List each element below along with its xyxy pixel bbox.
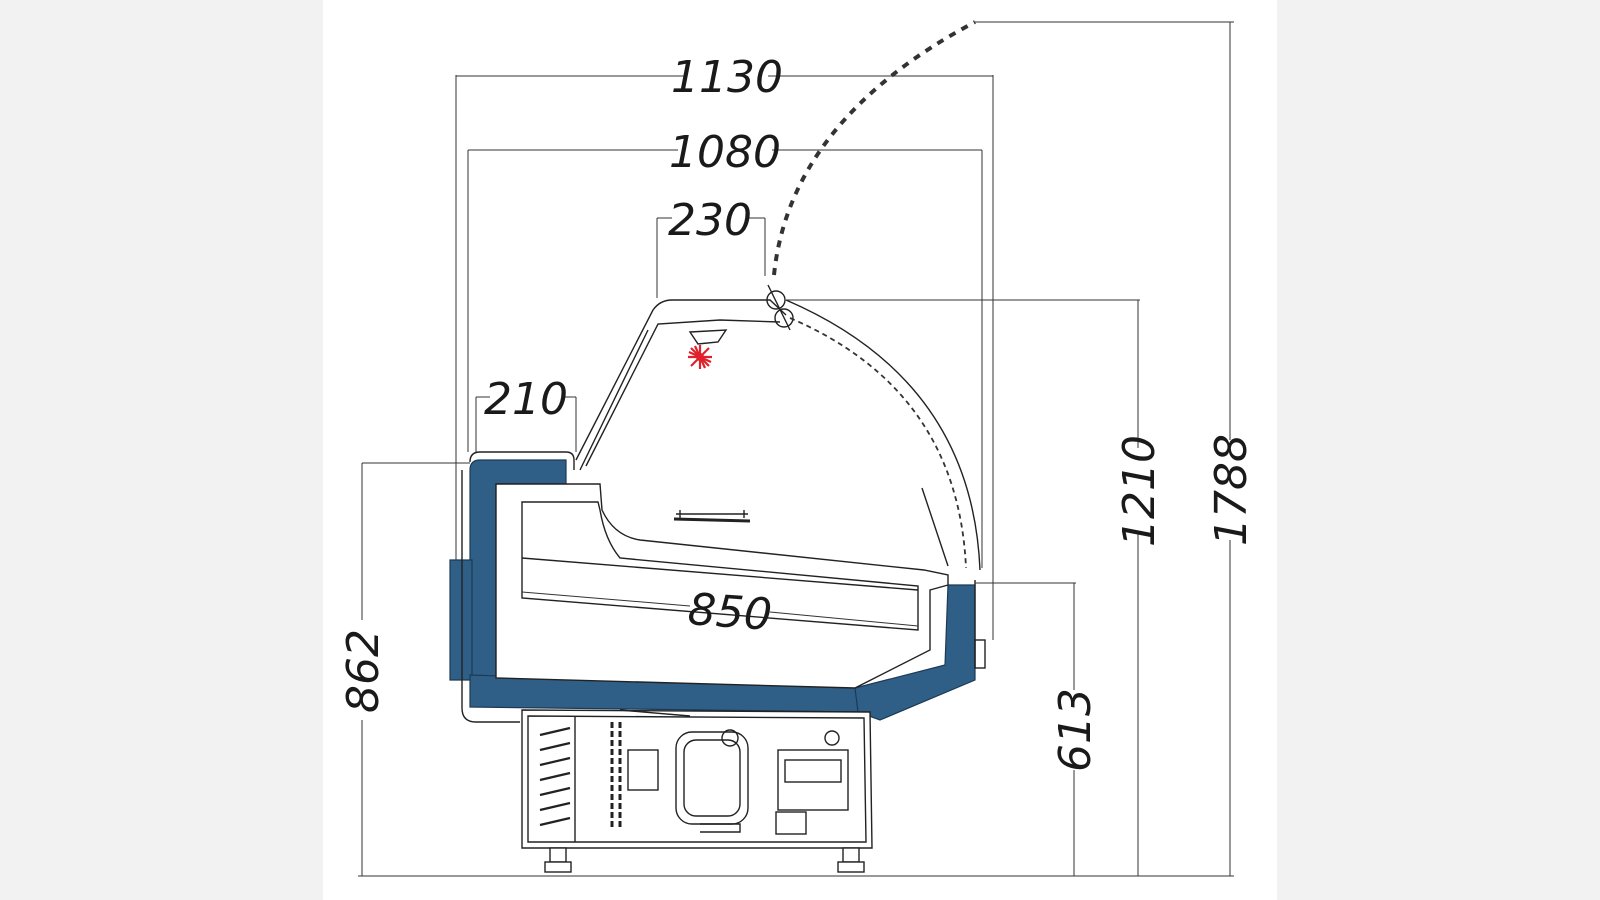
canopy-frame-rim [579, 329, 649, 471]
rear-shelf-lip [469, 451, 575, 470]
dim-label-1080: 1080 [669, 127, 781, 178]
condenser-fan [610, 722, 659, 828]
front-glass-inner [789, 317, 967, 569]
dim-label-850: 850 [686, 584, 773, 641]
product-pan [521, 501, 919, 631]
dimension-613 [975, 582, 1076, 876]
dim-label-210: 210 [484, 374, 568, 425]
lamp-holder [688, 329, 728, 345]
dim-label-1130: 1130 [671, 52, 783, 103]
open-lid-arc [772, 20, 976, 276]
machine-compartment [521, 709, 873, 849]
dim-label-862: 862 [338, 629, 389, 713]
shelf-bar [673, 517, 751, 523]
lid-hinge [766, 284, 794, 331]
shelf-bracket [676, 510, 748, 518]
dim-label-230: 230 [668, 195, 752, 246]
adjustable-feet [544, 847, 865, 873]
dimension-230 [656, 217, 766, 298]
front-latch [974, 639, 986, 669]
canopy-frame [575, 299, 787, 461]
dimension-850 [521, 591, 919, 627]
compressor [675, 729, 749, 833]
pan-rim [521, 557, 919, 591]
dim-label-613: 613 [1050, 688, 1101, 772]
lamp-icon [688, 345, 712, 369]
dimension-210 [475, 396, 577, 452]
control-box [775, 730, 849, 835]
outer-casing [461, 470, 520, 723]
canopy-frame-inner [585, 319, 781, 467]
front-glass-outer [785, 299, 981, 571]
dimension-1210 [786, 299, 1140, 876]
dimension-1080 [467, 149, 983, 568]
condenser-grille [539, 726, 571, 827]
glass-stay [921, 487, 949, 567]
insulation-rear-block [449, 559, 473, 681]
dim-label-1788: 1788 [1206, 434, 1257, 546]
dimension-862 [361, 462, 470, 876]
dim-label-1210: 1210 [1114, 435, 1165, 547]
dimension-1130 [455, 75, 994, 640]
